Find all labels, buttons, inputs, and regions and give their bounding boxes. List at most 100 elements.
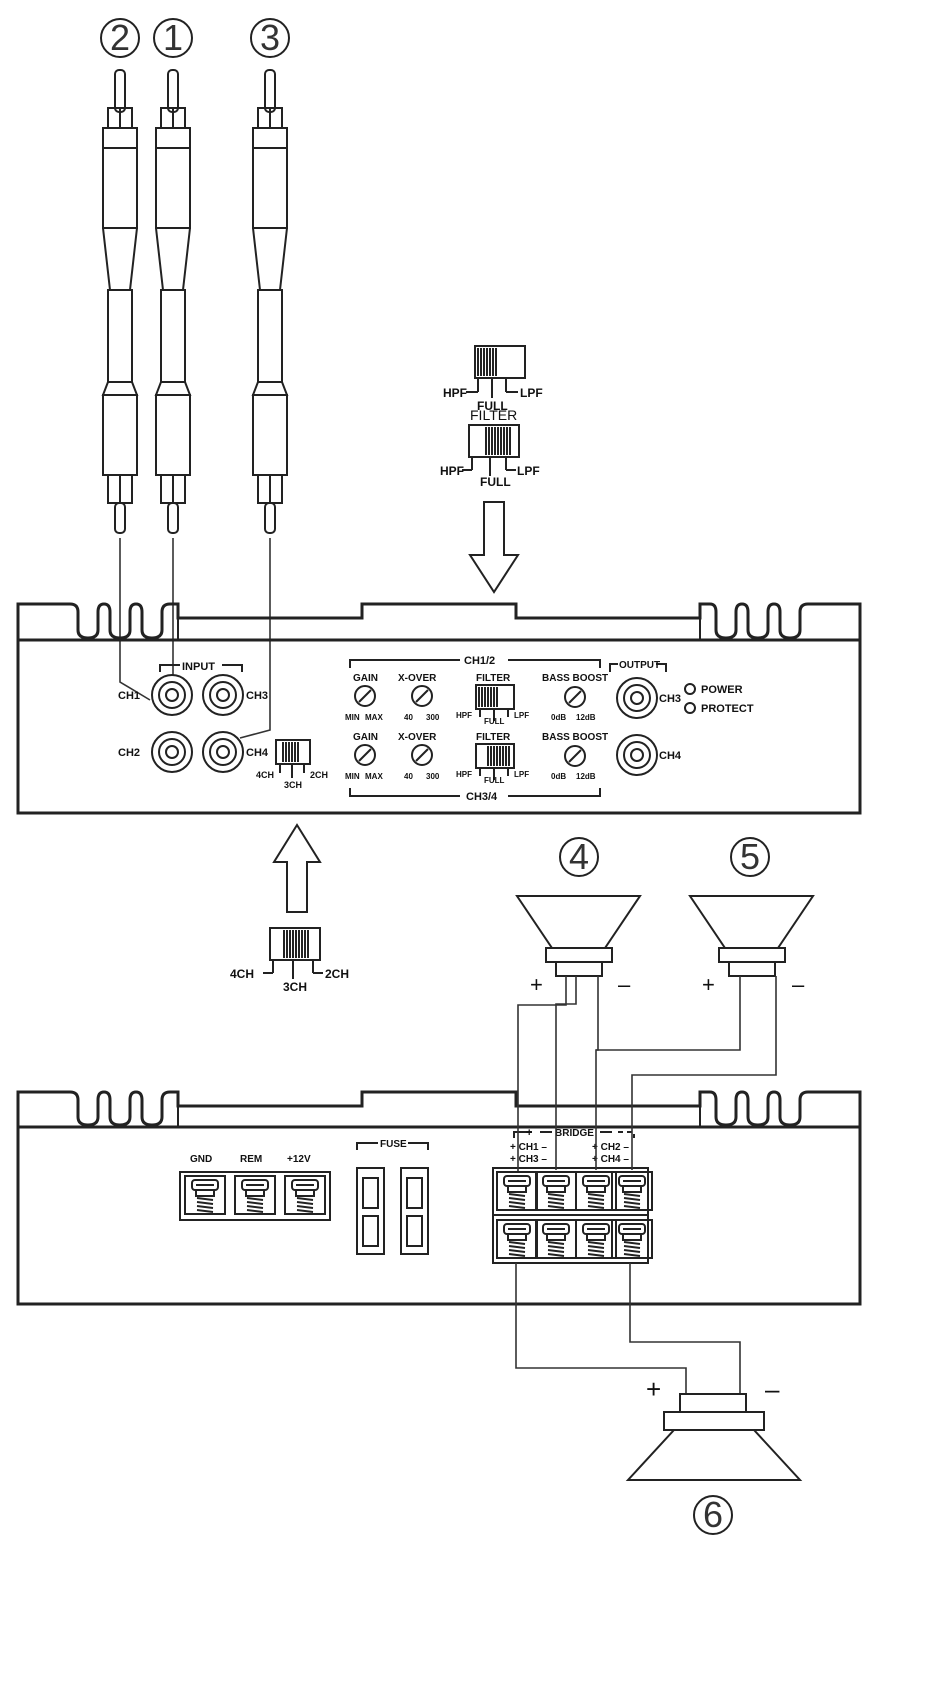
speaker-terminal-top-1[interactable] — [496, 1171, 538, 1211]
filter-switch-2[interactable] — [475, 743, 515, 780]
switch-2-full-label: FULL — [480, 475, 511, 489]
fuse-1[interactable] — [356, 1167, 385, 1255]
gain-max-label-2: MAX — [365, 772, 383, 781]
speaker-terminal-top-2[interactable] — [535, 1171, 577, 1211]
speaker-4-plus: + — [530, 972, 543, 997]
amp-rear-panel: GND REM +12V FUSE + BRIDGE + CH1 – + CH2… — [16, 1090, 862, 1306]
bass-0db-label-2: 0dB — [551, 772, 566, 781]
output-jack-ch4[interactable] — [616, 734, 658, 776]
switch-1-full-label: FULL — [477, 399, 508, 413]
down-arrow-icon — [468, 501, 520, 594]
input-jack-ch3[interactable] — [202, 674, 244, 716]
speaker-terminal-top-3[interactable] — [575, 1171, 617, 1211]
output-label: OUTPUT — [619, 660, 660, 671]
speaker-terminal-bottom-4[interactable] — [611, 1219, 653, 1259]
filter-1-hpf: HPF — [456, 711, 472, 720]
filter-1-lpf: LPF — [514, 711, 529, 720]
bass-boost-label-1: BASS BOOST — [542, 673, 608, 684]
mode-4ch-label: 4CH — [256, 770, 274, 780]
ch34-label: CH3/4 — [466, 791, 498, 803]
xover-knob-1[interactable] — [411, 685, 433, 707]
gain-knob-2[interactable] — [354, 744, 376, 766]
gain-label-1: GAIN — [353, 673, 378, 684]
mode-2ch-label: 2CH — [310, 770, 328, 780]
row1-right-label: + CH2 – — [592, 1142, 629, 1153]
terminal-rem[interactable] — [234, 1175, 276, 1215]
filter-title: FILTER — [470, 407, 517, 423]
callout-6-label: 6 — [703, 1494, 723, 1535]
callout-4: 4 — [559, 836, 599, 877]
output-ch3-label: CH3 — [659, 693, 681, 705]
switch-2-hpf-label: HPF — [440, 464, 464, 478]
filter-2-full: FULL — [484, 776, 505, 785]
terminal-gnd[interactable] — [184, 1175, 226, 1215]
input-jack-ch2[interactable] — [151, 731, 193, 773]
input-ch2-label: CH2 — [118, 747, 140, 759]
ch12-label: CH1/2 — [464, 655, 495, 667]
row1-left-label: + CH1 – — [510, 1142, 547, 1153]
speaker-terminals — [496, 1171, 653, 1259]
bass-boost-knob-2[interactable] — [564, 745, 586, 767]
mode-3ch-label: 3CH — [284, 780, 302, 790]
terminal-12v[interactable] — [284, 1175, 326, 1215]
xover-40-label-2: 40 — [404, 772, 413, 781]
xover-40-label-1: 40 — [404, 713, 413, 722]
speaker-terminal-top-4[interactable] — [611, 1171, 653, 1211]
callout-6: 6 — [693, 1494, 733, 1535]
fuse-2[interactable] — [400, 1167, 429, 1255]
protect-led-icon — [684, 702, 696, 714]
speaker-6-plus: + — [646, 1374, 661, 1404]
gain-max-label-1: MAX — [365, 713, 383, 722]
output-ch4-label: CH4 — [659, 750, 682, 762]
callout-2: 2 — [100, 17, 140, 58]
callout-1-label: 1 — [163, 17, 183, 58]
xover-300-label-2: 300 — [426, 772, 440, 781]
gain-knob-1[interactable] — [354, 685, 376, 707]
xover-300-label-1: 300 — [426, 713, 440, 722]
rca-cable-ch3[interactable] — [251, 69, 289, 534]
bass-0db-label-1: 0dB — [551, 713, 566, 722]
v12-label: +12V — [287, 1154, 311, 1165]
power-label: POWER — [701, 684, 743, 696]
output-jack-ch3[interactable] — [616, 677, 658, 719]
input-ch1-label: CH1 — [118, 690, 140, 702]
xover-knob-2[interactable] — [411, 744, 433, 766]
mode-switch-callout: 4CH 3CH 2CH — [230, 823, 349, 994]
speaker-wires-top — [517, 976, 777, 1171]
rca-cable-ch1[interactable] — [154, 69, 192, 534]
callout-3: 3 — [250, 17, 290, 58]
callout-5: 5 — [730, 836, 770, 877]
rca-cable-ch2[interactable] — [101, 69, 139, 534]
switch-2-lpf-label: LPF — [517, 464, 540, 478]
filter-switch-1[interactable] — [475, 684, 515, 721]
callout-3ch-label: 3CH — [283, 980, 307, 994]
speaker-terminal-bottom-2[interactable] — [535, 1219, 577, 1259]
speaker-6-minus: – — [765, 1374, 780, 1404]
input-ch3-label: CH3 — [246, 690, 268, 702]
bridge-label: BRIDGE — [555, 1128, 594, 1139]
input-label: INPUT — [182, 661, 215, 673]
up-arrow-icon — [272, 823, 322, 913]
callout-2-label: 2 — [110, 17, 130, 58]
speaker-5-minus: – — [792, 972, 805, 997]
xover-label-1: X-OVER — [398, 673, 437, 684]
input-jack-ch1[interactable] — [151, 674, 193, 716]
filter-2-lpf: LPF — [514, 770, 529, 779]
switch-1-hpf-label: HPF — [443, 386, 467, 400]
filter-label-2: FILTER — [476, 732, 511, 743]
xover-label-2: X-OVER — [398, 732, 437, 743]
bass-12db-label-1: 12dB — [576, 713, 596, 722]
speaker-terminal-bottom-3[interactable] — [575, 1219, 617, 1259]
bass-boost-label-2: BASS BOOST — [542, 732, 608, 743]
speaker-terminal-bottom-1[interactable] — [496, 1219, 538, 1259]
filter-label-1: FILTER — [476, 673, 511, 684]
power-terminals — [184, 1175, 326, 1215]
speaker-4-icon — [515, 895, 642, 977]
filter-switch-callout: HPF FULL LPF FILTER HPF FULL LPF — [440, 345, 543, 594]
mode-switch[interactable] — [275, 739, 311, 778]
switch-1-lpf-label: LPF — [520, 386, 543, 400]
input-jack-ch4[interactable] — [202, 731, 244, 773]
speaker-5-plus: + — [702, 972, 715, 997]
bass-boost-knob-1[interactable] — [564, 686, 586, 708]
